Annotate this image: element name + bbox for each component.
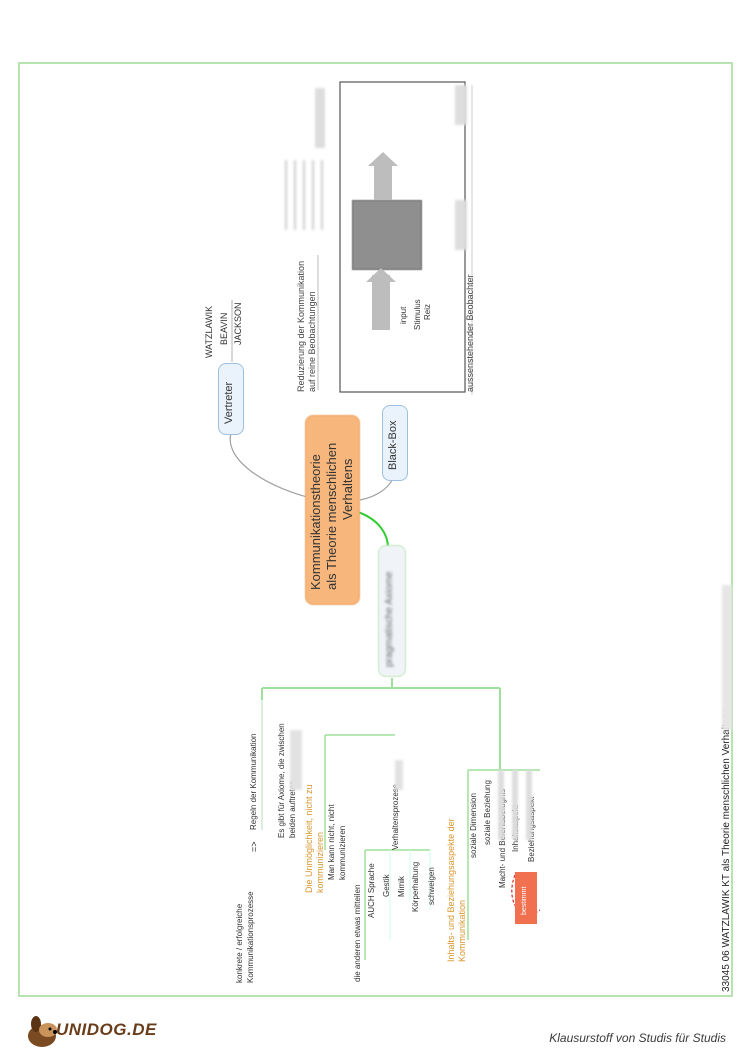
pragmatic-axioms-node[interactable] — [378, 545, 406, 677]
rules-label: Regeln der Kommunikation — [249, 733, 258, 831]
connector-vertreter — [229, 429, 321, 501]
central-node-line1: Kommunikationstheorie — [308, 454, 323, 590]
arrow-label: => — [249, 841, 259, 852]
connector-pragmatic — [357, 511, 389, 549]
observer-label: aussenstehender Beobachter — [465, 274, 475, 392]
central-node-line2: als Theorie menschlichen — [324, 442, 339, 590]
footer-slogan: Klausurstoff von Studis für Studis — [549, 1031, 726, 1045]
soziale-dimension-label: soziale Dimension — [469, 793, 478, 858]
vertreter-node[interactable] — [218, 363, 244, 435]
input-arrow-icon — [372, 275, 390, 330]
anderen-label: die anderen etwas mitteilen — [353, 884, 362, 982]
central-node[interactable] — [305, 415, 360, 605]
kann-nicht-label-2: kommunizieren — [338, 825, 347, 880]
bestimmt-arrow — [511, 874, 541, 916]
concrete-label: konkrete / erfolgreiche — [235, 903, 244, 983]
blurred-detail-1 — [498, 770, 538, 840]
output-arrow-head — [368, 152, 398, 166]
blurred-annotations-2 — [455, 85, 467, 125]
axiom1-title-1: Die Unmöglichkeit, nicht zu — [304, 784, 314, 893]
reiz-label: Reiz — [423, 303, 432, 320]
input-label: input — [399, 306, 408, 324]
dog-logo-icon — [28, 1016, 57, 1047]
soziale-beziehung-label: soziale Beziehung — [483, 780, 492, 845]
vertreter-name-2: BEAVIN — [219, 312, 229, 345]
axiom2-title-1: Inhalts- und Beziehungsaspekte der — [446, 818, 456, 962]
output-arrow-icon — [374, 165, 392, 200]
axiom2-title-2: Kommunikation — [457, 899, 467, 962]
vertreter-name-1: WATZLAWIK — [204, 305, 214, 358]
blurred-annotations-3 — [455, 200, 467, 250]
bestimmt-label: bestimmt — [521, 886, 528, 915]
kann-nicht-label: Man kann nicht, nicht — [327, 804, 336, 880]
document-title-blurred-tail — [722, 585, 732, 730]
input-arrow-head — [366, 268, 396, 282]
blurred-annotations — [285, 160, 330, 230]
blurred-detail-2 — [290, 730, 302, 790]
vertreter-name-3: JACKSON — [233, 302, 243, 345]
concrete-label-2: Kommunikationsprozesse — [246, 891, 255, 983]
auch-label: AUCH Sprache — [367, 863, 376, 918]
mindmap-frame — [18, 62, 733, 997]
vertreter-label: Vertreter — [223, 381, 235, 424]
pragmatic-axioms-label: pragmatische Axiome — [384, 571, 395, 667]
stimulus-label: Stimulus — [413, 299, 422, 330]
blackbox-caption-2: auf reine Beobachtungen — [307, 291, 317, 392]
unidog-logo-text[interactable]: UNIDOG.DE — [56, 1020, 157, 1039]
black-box-label: Black-Box — [387, 420, 399, 470]
schweigen-label: schweigen — [427, 867, 436, 905]
blackbox-caption-1: Reduzierung der Kommunikation — [296, 260, 306, 392]
black-box-cube — [352, 200, 422, 270]
mimik-label: Mimik — [397, 876, 406, 897]
black-box-node[interactable] — [382, 405, 408, 481]
koerperhaltung-label: Körperhaltung — [411, 861, 420, 912]
axiom1-title-2: kommunizieren — [315, 831, 325, 893]
central-node-line3: Verhaltens — [340, 458, 355, 520]
blurred-annotations-4 — [315, 88, 325, 148]
bestimmt-badge — [515, 872, 537, 924]
verhalten-label: Verhaltensprozess — [391, 784, 400, 850]
gestik-label: Gestik — [382, 874, 391, 897]
blurred-detail-3 — [395, 760, 403, 790]
document-title: 33045 06 WATZLAWIK KT als Theorie mensch… — [721, 708, 732, 992]
es-gibt-label: Es gibt für Axiome, die zwischen — [277, 723, 286, 838]
